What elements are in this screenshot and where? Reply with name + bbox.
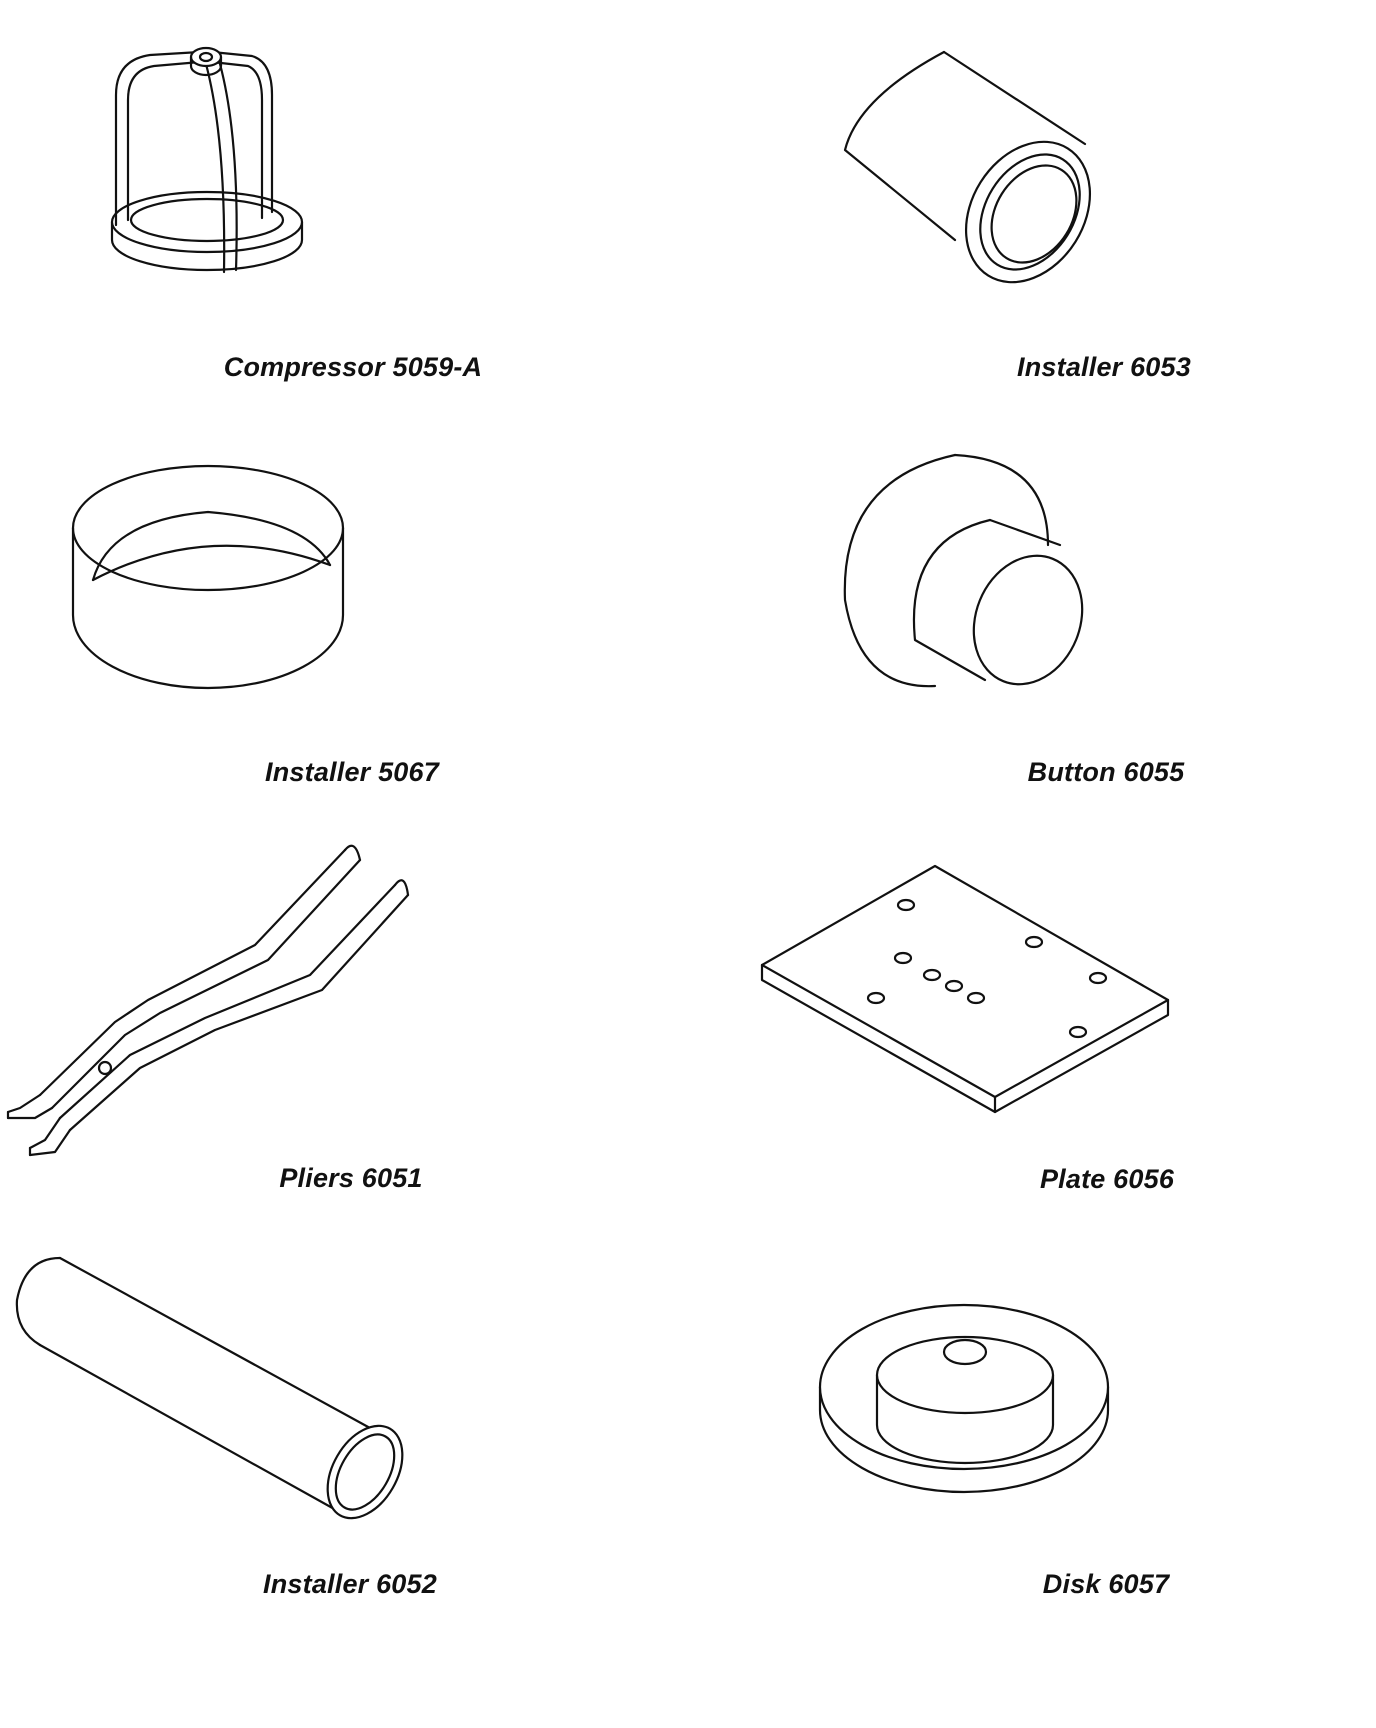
tool-label: Installer 6052 — [263, 1569, 437, 1599]
tool-label: Pliers 6051 — [279, 1163, 423, 1193]
tool-label: Button 6055 — [1027, 757, 1185, 787]
tool-label: Installer 5067 — [265, 757, 439, 787]
tool-label: Plate 6056 — [1039, 1164, 1175, 1194]
tool-label: Installer 6053 — [1017, 352, 1191, 382]
tool-label: Disk 6057 — [1042, 1569, 1170, 1599]
tool-label: Compressor 5059-A — [223, 352, 483, 382]
